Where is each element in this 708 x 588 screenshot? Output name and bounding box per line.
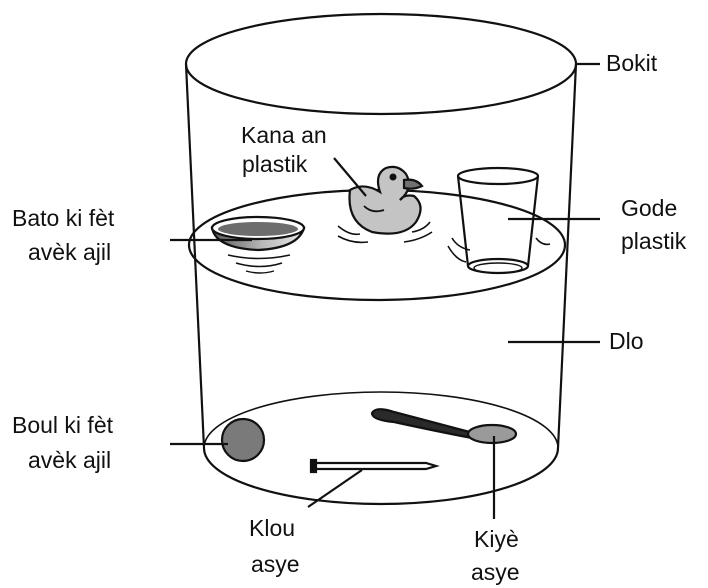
bucket-rim [184, 12, 578, 116]
label-spoon-line1: Kiyè [474, 526, 519, 552]
leader-nail [307, 469, 363, 508]
bucket-left-wall [184, 63, 206, 449]
clay-ball-icon [220, 417, 266, 463]
steel-nail-icon [309, 458, 440, 474]
label-bucket: Bokit [606, 50, 658, 76]
label-duck-line1: Kana an [241, 122, 327, 148]
steel-spoon-icon [370, 408, 518, 445]
clay-boat-icon [210, 215, 306, 274]
rubber-duck-icon [337, 165, 433, 244]
label-water: Dlo [609, 328, 644, 354]
label-clay-boat-line2: avèk ajil [28, 239, 112, 265]
leader-duck [333, 157, 367, 197]
label-duck-line2: plastik [242, 151, 308, 177]
label-clay-boat-line1: Bato ki fèt [12, 205, 115, 231]
label-nail-line1: Klou [249, 515, 296, 541]
label-nail-line2: asye [251, 551, 300, 577]
label-clay-ball-line2: avèk ajil [28, 447, 112, 473]
label-spoon-line2: asye [471, 559, 520, 585]
bucket-bottom-front [202, 447, 560, 506]
plastic-cup-icon [447, 166, 551, 275]
bucket-right-wall [556, 63, 578, 449]
bucket-bottom-back [203, 391, 559, 449]
label-clay-ball-line1: Boul ki fèt [12, 412, 113, 438]
label-cup-line2: plastik [621, 228, 687, 254]
label-cup-line1: Gode [621, 195, 678, 221]
